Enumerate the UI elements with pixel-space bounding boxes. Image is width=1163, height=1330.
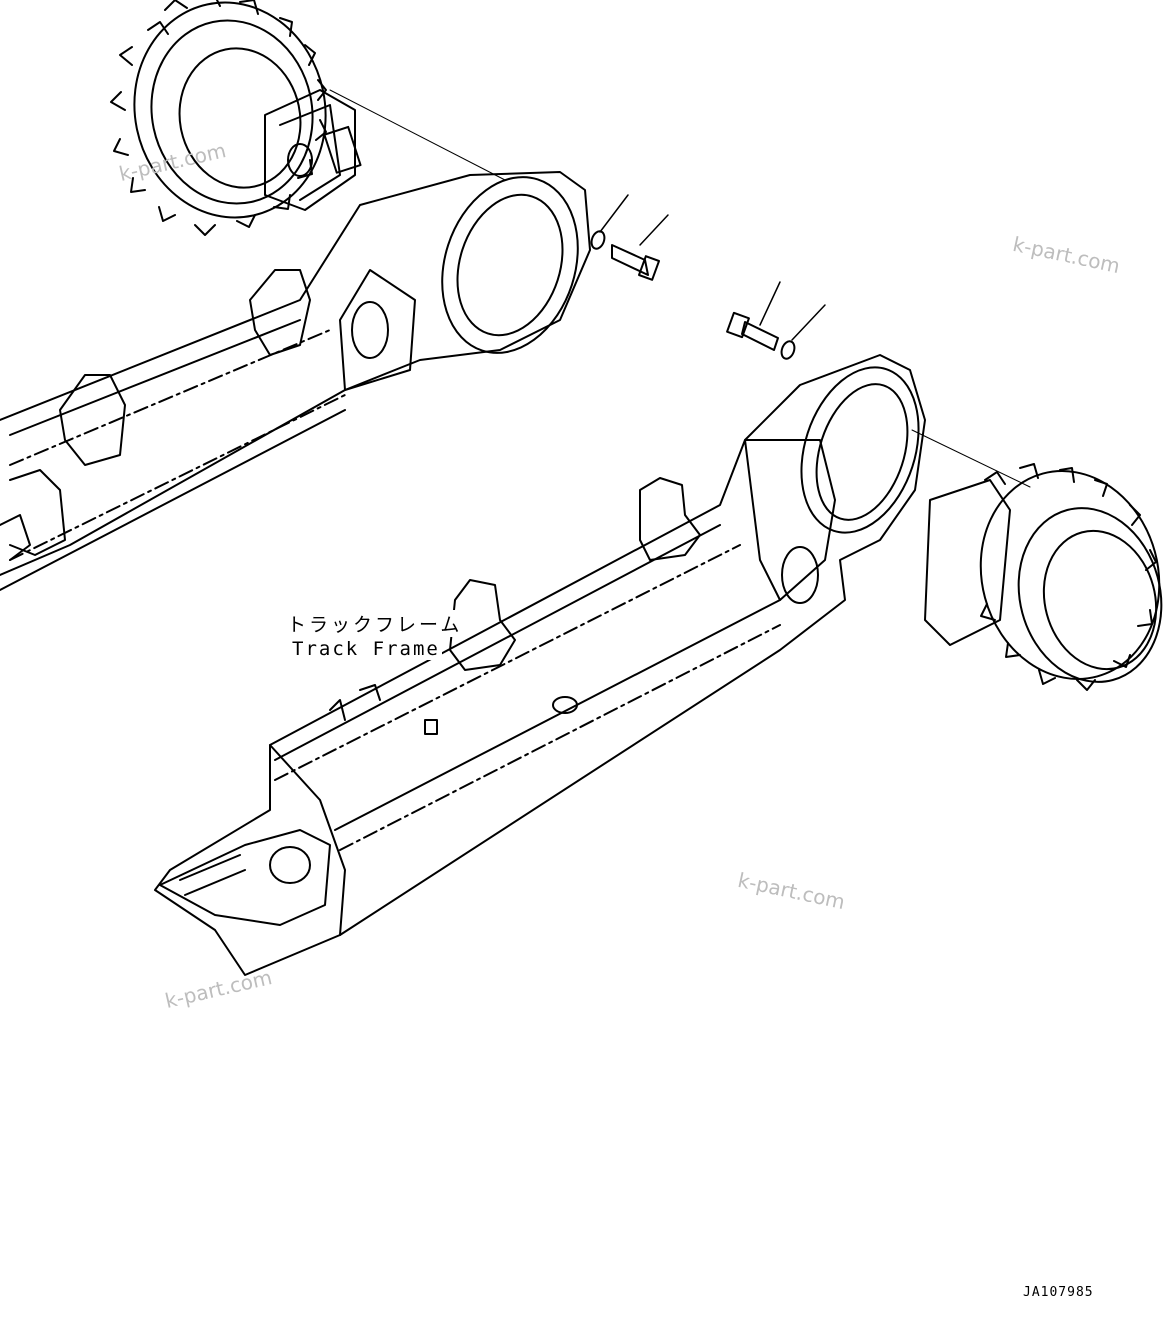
upper-track-frame — [0, 171, 591, 591]
lower-final-drive — [924, 463, 1163, 691]
part-name-english: Track Frame — [290, 638, 442, 660]
upper-final-drive — [110, 0, 506, 236]
lower-track-frame — [154, 354, 1031, 976]
drawing-number: JA107985 — [1023, 1285, 1094, 1300]
part-name-japanese: トラックフレーム — [285, 610, 465, 637]
lower-bolt-and-washer — [726, 281, 826, 360]
upper-bolt-and-washer — [590, 194, 669, 281]
